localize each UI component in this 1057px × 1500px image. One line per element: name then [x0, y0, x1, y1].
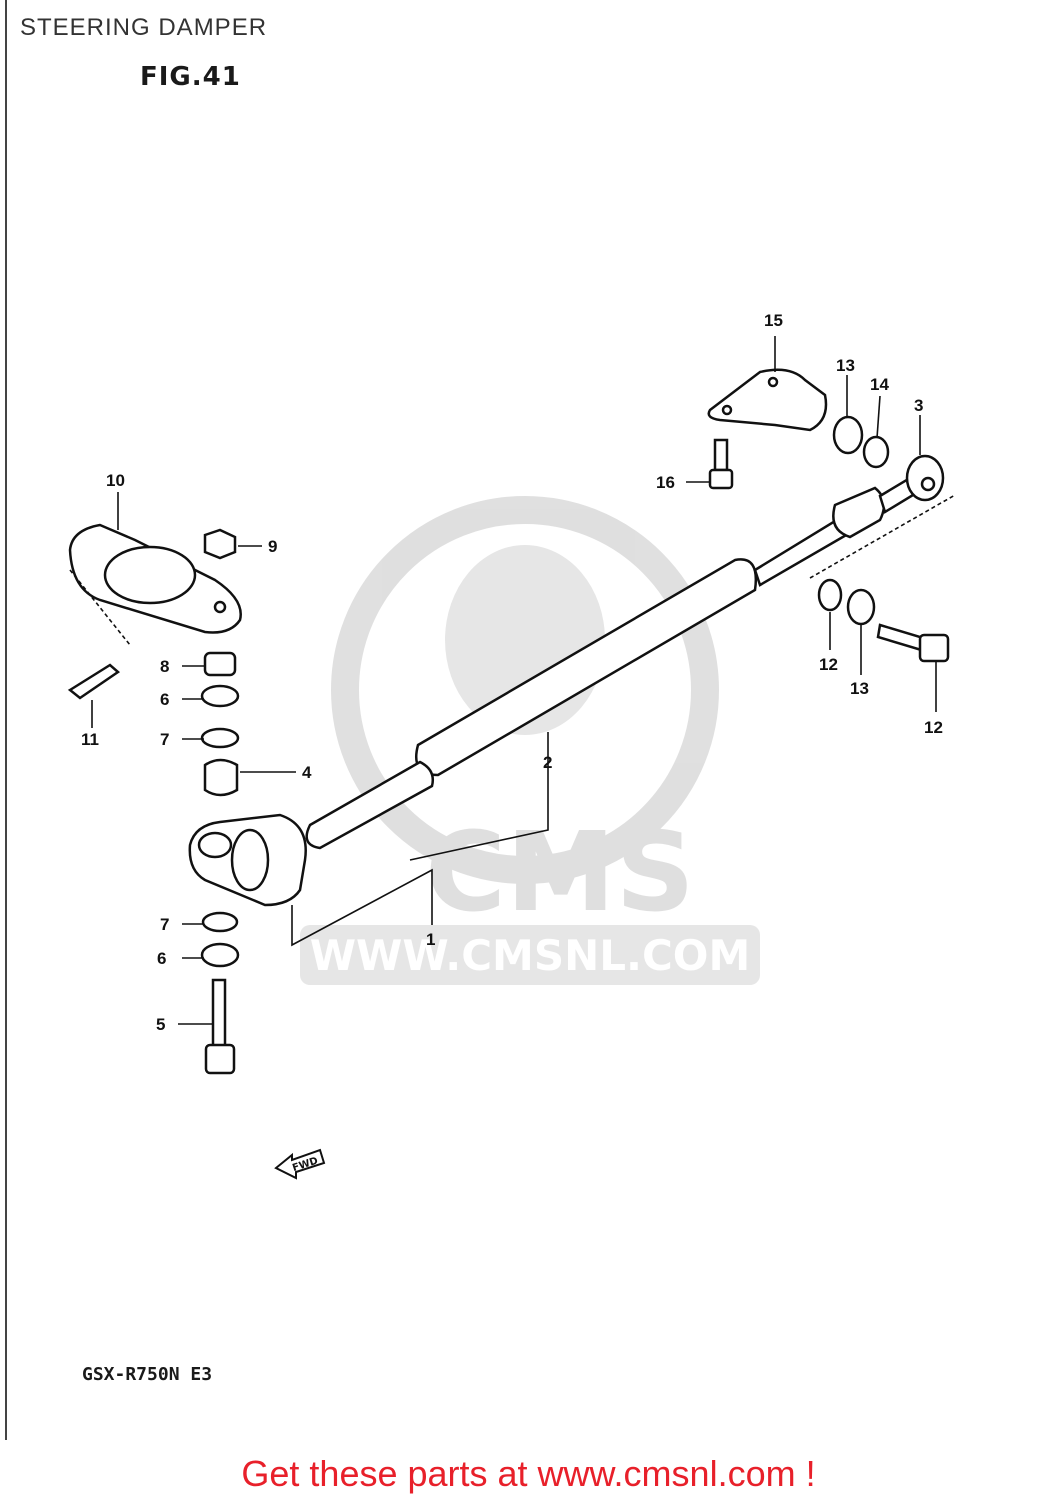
- leader-1: [291, 868, 433, 947]
- callout-11: 11: [81, 730, 99, 749]
- damper-assembly: [188, 454, 945, 907]
- bracket-part-10: [68, 523, 242, 634]
- washer-part-14: [862, 435, 890, 469]
- washer-part-12: [817, 578, 843, 612]
- rod-end-hole: [920, 476, 936, 492]
- callout-12-left: 12: [819, 655, 838, 674]
- watermark-brand: CMS: [425, 808, 694, 936]
- footer-parts-link[interactable]: Get these parts at www.cmsnl.com !: [241, 1453, 816, 1494]
- callout-13-lower: 13: [850, 679, 869, 698]
- cushion-part-4: [203, 758, 239, 797]
- model-code: GSX-R750N E3: [82, 1364, 213, 1385]
- callout-5: 5: [156, 1015, 165, 1034]
- callout-8: 8: [160, 657, 169, 676]
- leader-lines: [69, 336, 956, 1025]
- damper-rod: [305, 760, 434, 850]
- bracket-part-15: [707, 368, 828, 432]
- washer-part-7-upper: [200, 727, 240, 749]
- watermark-ring: [331, 496, 719, 884]
- forward-arrow-icon: FWD: [274, 1148, 326, 1180]
- callout-7-lower: 7: [160, 915, 169, 934]
- callout-7-upper: 7: [160, 730, 169, 749]
- bolt-part-16-head: [708, 468, 734, 490]
- bolt-part-12-head: [918, 633, 950, 663]
- leader-14: [876, 395, 881, 439]
- callout-2: 2: [543, 753, 552, 772]
- leader-2: [409, 732, 549, 861]
- bolt-part-5-head: [204, 1043, 236, 1075]
- callout-6-lower: 6: [157, 949, 166, 968]
- callout-10: 10: [106, 471, 125, 490]
- callout-3: 3: [914, 396, 923, 415]
- upper-bracket-hole: [721, 404, 733, 416]
- bolt-part-11: [67, 663, 121, 700]
- watermark-url: WWW.CMSNL.COM: [310, 931, 751, 980]
- collar-part-8: [203, 651, 237, 677]
- callout-16: 16: [656, 473, 675, 492]
- page-edge-rule: [5, 0, 7, 1440]
- bolt-part-5-shank: [211, 978, 227, 1052]
- bush-part-13-upper: [832, 415, 864, 455]
- clamp-hole: [197, 831, 233, 859]
- cms-watermark: CMS WWW.CMSNL.COM: [300, 496, 760, 985]
- callout-numbers: 1 2 3 4 5 6 6 7 7 8 9 10 11 12 12 13 13 …: [81, 311, 943, 1034]
- callout-1: 1: [426, 930, 435, 949]
- damper-cylinder: [415, 558, 758, 777]
- callout-13-upper: 13: [836, 356, 855, 375]
- bush-part-6-lower: [200, 942, 240, 968]
- small-parts: [67, 415, 950, 1075]
- bracket-bolt-hole: [213, 600, 227, 614]
- callout-6-upper: 6: [160, 690, 169, 709]
- damper-shaft: [753, 516, 850, 587]
- leader-bracket-bolt: [69, 569, 131, 646]
- callout-9: 9: [268, 537, 277, 556]
- page-title: STEERING DAMPER: [20, 14, 268, 41]
- washer-part-7-lower: [201, 911, 239, 933]
- upper-bracket-hole-2: [767, 376, 779, 388]
- callout-15: 15: [764, 311, 783, 330]
- bush-part-6-upper: [200, 684, 240, 708]
- callout-14: 14: [870, 375, 889, 394]
- callout-4: 4: [302, 763, 312, 782]
- damper-bushing: [832, 486, 886, 539]
- callout-12-right: 12: [924, 718, 943, 737]
- watermark-url-bar: [300, 925, 760, 985]
- bracket-hole: [103, 545, 197, 605]
- figure-label: FIG.41: [140, 62, 241, 92]
- bush-part-13-lower: [846, 588, 876, 626]
- clamp-barrel: [230, 828, 270, 892]
- nut-part-9: [203, 528, 237, 560]
- upper-bracket-body: [707, 368, 828, 432]
- bolt-part-16-shank: [713, 438, 729, 472]
